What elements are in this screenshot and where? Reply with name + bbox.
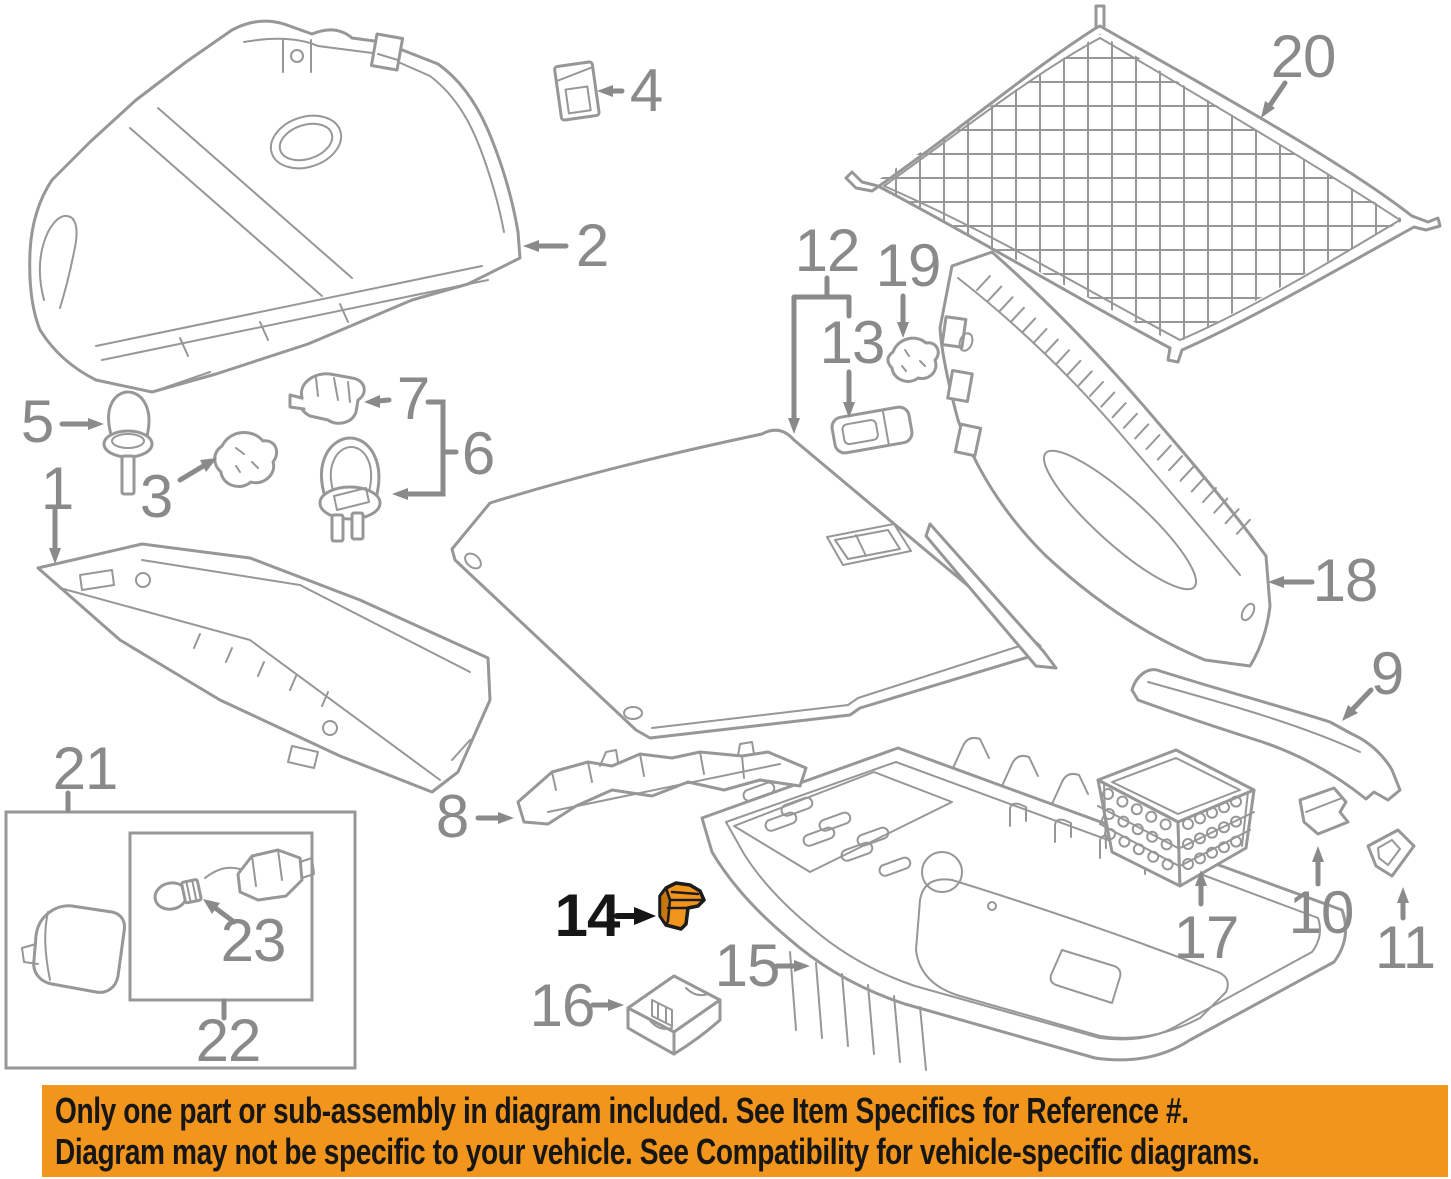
grommet-19-drawing	[886, 336, 940, 383]
disclaimer-line-1: Only one part or sub-assembly in diagram…	[55, 1089, 1189, 1131]
part-label-15: 15	[714, 932, 781, 999]
part-label-22: 22	[195, 1007, 262, 1074]
clip-7-drawing	[288, 372, 366, 425]
part-label-13: 13	[819, 309, 886, 376]
grommet-3-drawing	[213, 431, 279, 488]
part-label-16: 16	[529, 972, 596, 1039]
clip-11-drawing	[1366, 828, 1416, 878]
lamp-box-21-drawing	[4, 810, 357, 1070]
disclaimer-line-2: Diagram may not be specific to your vehi…	[55, 1130, 1260, 1172]
clip-10-drawing	[1298, 786, 1350, 836]
hook-5-drawing	[102, 390, 154, 496]
holder-box-16-drawing	[626, 974, 722, 1056]
part-label-20: 20	[1270, 23, 1337, 90]
part-label-19: 19	[875, 232, 942, 299]
scuff-plate-drawing	[924, 250, 1272, 670]
callout-arrows	[49, 80, 1409, 1021]
part-label-4: 4	[629, 57, 663, 124]
highlighted-part-14-drawing	[658, 881, 706, 931]
sill-panel-drawing	[36, 542, 492, 794]
part-label-23: 23	[220, 907, 287, 974]
crate-17-drawing	[1096, 748, 1256, 888]
part-label-11: 11	[1374, 914, 1436, 981]
part-label-21: 21	[52, 735, 119, 802]
cargo-net-drawing	[844, 4, 1442, 364]
part-label-7: 7	[396, 365, 430, 432]
part-label-18: 18	[1312, 547, 1379, 614]
part-label-3: 3	[139, 463, 173, 530]
part-label-1: 1	[40, 455, 74, 522]
part-label-10: 10	[1288, 879, 1355, 946]
hook-6-drawing	[318, 436, 382, 543]
parts-diagram-canvas	[4, 4, 1442, 1071]
trunk-mat-drawing	[450, 428, 1042, 740]
part-label-12: 12	[794, 217, 861, 284]
part-label-6: 6	[461, 420, 495, 487]
part-label-8: 8	[435, 783, 469, 850]
pad-13-drawing	[830, 405, 914, 455]
part-label-9: 9	[1370, 640, 1404, 707]
quarter-trim-panel-drawing	[28, 19, 522, 394]
part-label-5: 5	[20, 388, 54, 455]
part-label-17: 17	[1173, 904, 1240, 971]
storage-tray-drawing	[700, 736, 1348, 1071]
trim-strip-9-drawing	[1130, 668, 1402, 802]
disclaimer-banner: Only one part or sub-assembly in diagram…	[42, 1085, 1448, 1177]
clip-4-drawing	[553, 60, 601, 122]
bracket-8-drawing	[516, 741, 808, 826]
part-label-2: 2	[575, 212, 609, 279]
part-label-14-highlighted: 14	[554, 882, 621, 949]
bulb-23-drawing	[153, 878, 203, 911]
